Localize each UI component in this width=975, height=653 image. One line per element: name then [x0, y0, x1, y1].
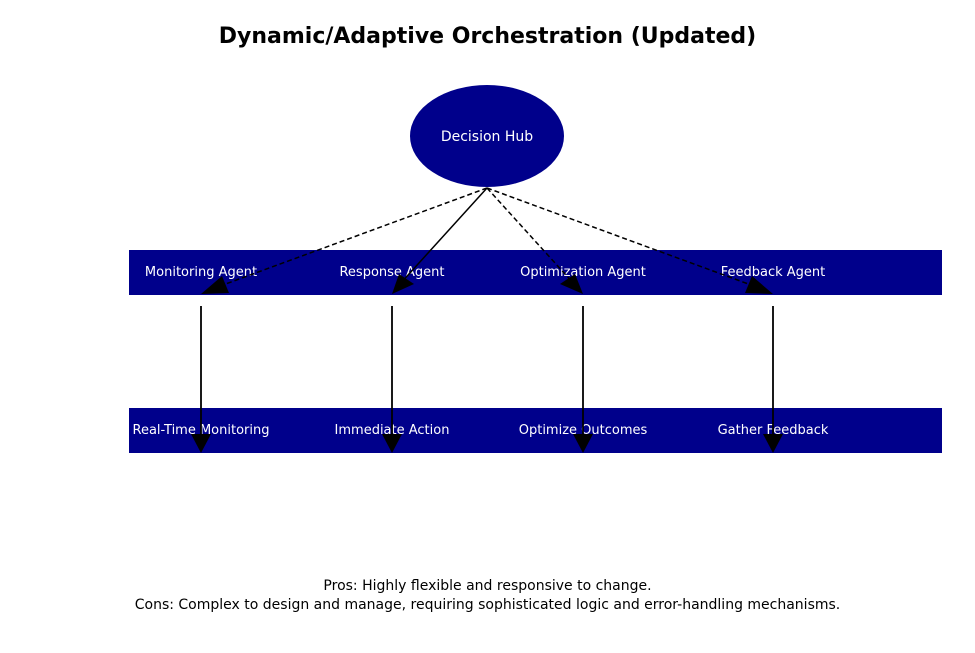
hub-to-agent-arrowheads [201, 274, 773, 294]
outcome-band [129, 408, 942, 453]
arrow-hub-to-monitoring [211, 187, 488, 290]
arrow-hub-to-optimization [486, 187, 576, 286]
arrowhead-immediate-action [382, 434, 402, 453]
arrowhead-response [392, 274, 414, 294]
agent-to-outcome-arrows [200, 306, 774, 436]
arrow-hub-to-response [398, 187, 488, 286]
decision-hub-node: Decision Hub [410, 85, 564, 187]
agent-label-response: Response Agent [339, 265, 444, 280]
cons-text: Cons: Complex to design and manage, requ… [134, 597, 841, 613]
arrowhead-monitoring [201, 276, 229, 294]
arrowhead-feedback [745, 276, 773, 294]
pros-text: Pros: Highly flexible and responsive to … [323, 578, 652, 594]
agent-label-optimization: Optimization Agent [520, 265, 646, 280]
diagram-title: Dynamic/Adaptive Orchestration (Updated) [218, 24, 757, 49]
decision-hub-label: Decision Hub [441, 129, 533, 145]
decision-hub-shape [410, 85, 564, 187]
agent-band [129, 250, 942, 295]
arrow-hub-to-feedback [486, 187, 763, 290]
agent-to-outcome-arrowheads [191, 434, 783, 453]
agent-label-monitoring: Monitoring Agent [145, 265, 257, 280]
arrowhead-optimize-outcomes [573, 434, 593, 453]
arrowhead-optimization [560, 274, 583, 294]
arrowhead-gather-feedback [763, 434, 783, 453]
arrowhead-realtime-monitoring [191, 434, 211, 453]
hub-to-agent-arrows [211, 187, 763, 290]
agent-label-feedback: Feedback Agent [721, 265, 826, 280]
